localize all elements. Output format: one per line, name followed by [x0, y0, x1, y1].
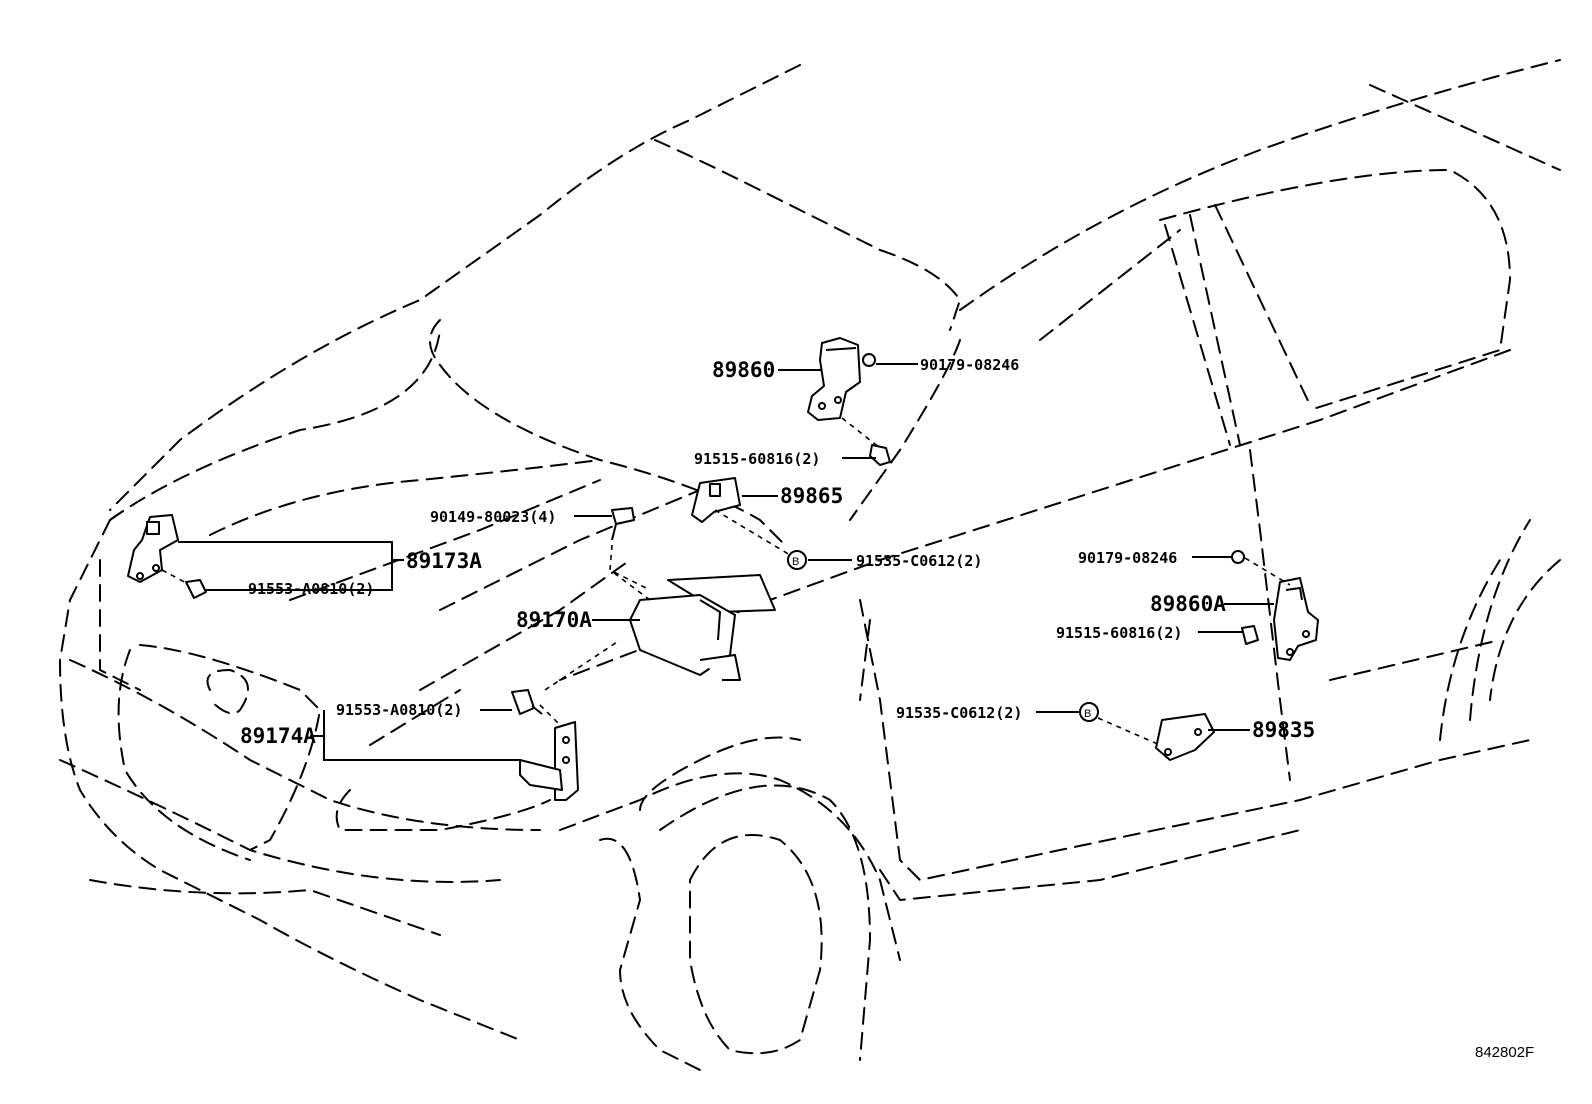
- airbag-ecu-89170A[interactable]: [609, 569, 776, 681]
- diagram-id: 842802F: [1475, 1044, 1534, 1061]
- label-91553-center: 91553-A0810(2): [336, 701, 462, 719]
- svg-text:B: B: [792, 556, 799, 568]
- label-91515-top: 91515-60816(2): [694, 450, 820, 468]
- clip-91535-mid[interactable]: B: [787, 550, 807, 570]
- sensor-89173A[interactable]: [127, 514, 191, 586]
- leader-lines: [178, 363, 1274, 761]
- clip-91535-right[interactable]: B: [1079, 702, 1099, 722]
- nut-90179-top[interactable]: [862, 353, 876, 367]
- sensor-89860[interactable]: [807, 337, 881, 449]
- label-89174A: 89174A: [240, 724, 316, 748]
- callout-labels: 89860 90179-08246 91515-60816(2) 89865 9…: [240, 356, 1534, 1061]
- bolt-91515-right[interactable]: [1241, 625, 1259, 645]
- bolt-91515-top[interactable]: [869, 444, 891, 466]
- sensor-89865[interactable]: [691, 477, 791, 556]
- label-91553-left: 91553-A0810(2): [248, 580, 374, 598]
- label-91515-right: 91515-60816(2): [1056, 624, 1182, 642]
- label-89173A: 89173A: [406, 549, 482, 573]
- nut-90179-right[interactable]: [1231, 550, 1245, 564]
- label-90149: 90149-80023(4): [430, 508, 556, 526]
- label-89860: 89860: [712, 358, 775, 382]
- label-91535-right: 91535-C0612(2): [896, 704, 1022, 722]
- bolt-91553-left[interactable]: [185, 579, 207, 599]
- sensor-89835[interactable]: [1097, 713, 1215, 761]
- car-body-outline: [59, 59, 1561, 1071]
- sensor-89860A[interactable]: [1244, 557, 1319, 661]
- label-91535-mid: 91535-C0612(2): [856, 552, 982, 570]
- label-89170A: 89170A: [516, 608, 592, 632]
- label-89865: 89865: [780, 484, 843, 508]
- bolt-91553-center[interactable]: [511, 689, 543, 715]
- svg-text:B: B: [1084, 708, 1091, 720]
- label-89835: 89835: [1252, 718, 1315, 742]
- screw-90149[interactable]: [609, 507, 651, 591]
- label-90179-right: 90179-08246: [1078, 549, 1177, 567]
- label-89860A: 89860A: [1150, 592, 1226, 616]
- label-90179-top: 90179-08246: [920, 356, 1019, 374]
- bracket-89174A[interactable]: [519, 639, 621, 801]
